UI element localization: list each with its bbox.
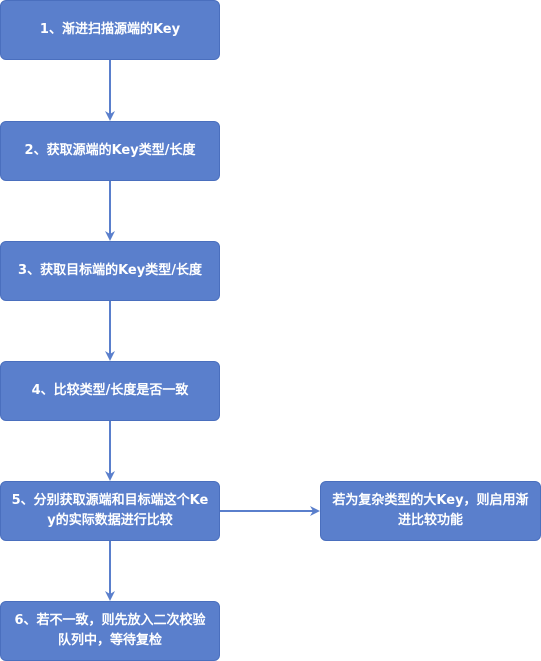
step-3-label: 3、获取目标端的Key类型/长度 <box>18 263 202 278</box>
step-3-node: 3、获取目标端的Key类型/长度 <box>0 241 220 301</box>
step-1-node: 1、渐进扫描源端的Key <box>0 0 220 60</box>
step-4-node: 4、比较类型/长度是否一致 <box>0 361 220 421</box>
step-1-label: 1、渐进扫描源端的Key <box>39 22 181 37</box>
step-5-label: 5、分别获取源端和目标端这个Key的实际数据进行比较 <box>11 493 209 528</box>
big-key-note-label: 若为复杂类型的大Key，则启用渐进比较功能 <box>332 493 529 528</box>
step-5-node: 5、分别获取源端和目标端这个Key的实际数据进行比较 <box>0 481 220 541</box>
step-6-label: 6、若不一致，则先放入二次校验队列中，等待复检 <box>14 613 206 648</box>
step-6-node: 6、若不一致，则先放入二次校验队列中，等待复检 <box>0 601 220 661</box>
step-2-label: 2、获取源端的Key类型/长度 <box>24 143 196 158</box>
step-4-label: 4、比较类型/长度是否一致 <box>31 383 189 398</box>
step-2-node: 2、获取源端的Key类型/长度 <box>0 121 220 181</box>
big-key-note-node: 若为复杂类型的大Key，则启用渐进比较功能 <box>320 481 541 541</box>
